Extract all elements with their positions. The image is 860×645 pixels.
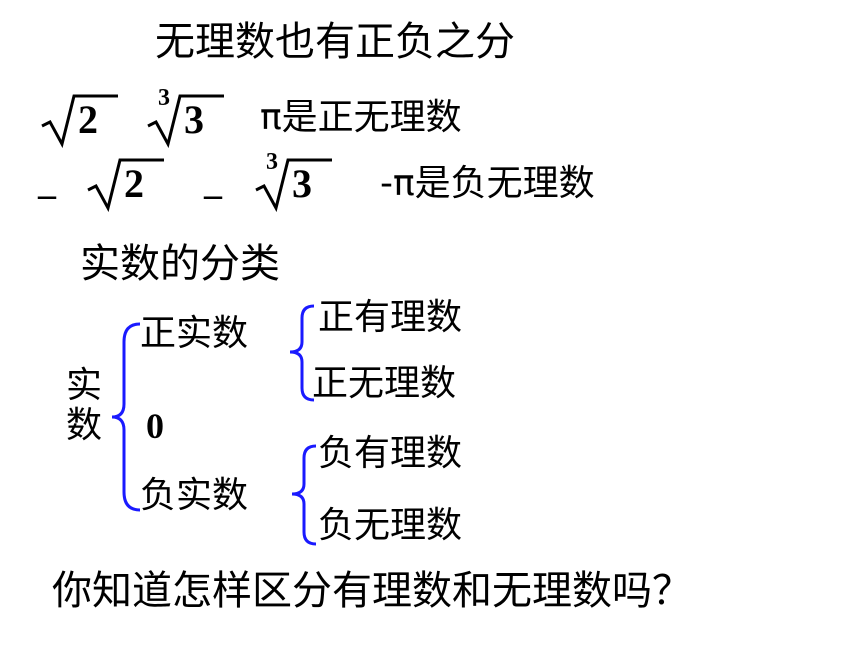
negative-real-label: 负实数 [140,475,249,516]
zero-label: 0 [146,406,164,446]
pi-positive-note: π是正无理数 [260,97,462,138]
minus-sign-1: – [38,174,56,214]
sqrt-2-radical-negative [87,158,164,212]
sqrt-2-radical [41,94,118,148]
negative-brace [291,444,317,546]
cbrt-3-index: 3 [158,85,170,111]
cbrt-3-radicand: 3 [184,97,204,142]
sqrt-2-radicand-negative: 2 [124,161,144,206]
negative-rational-label: 负有理数 [318,433,463,474]
cbrt-3-radical [147,94,224,148]
cbrt-3-radicand-negative: 3 [292,161,312,206]
main-brace [111,322,141,512]
root-label-top: 实 [65,365,102,406]
cbrt-3-radical-negative [255,158,332,212]
positive-rational-label: 正有理数 [318,297,463,338]
positive-real-label: 正实数 [140,313,249,354]
classification-heading: 实数的分类 [80,241,280,287]
negative-irrational-label: 负无理数 [318,505,463,546]
cbrt-3-index-negative: 3 [266,149,278,175]
pi-negative-note: -π是负无理数 [380,163,595,204]
root-label-bottom: 数 [65,405,102,446]
positive-irrational-label: 正无理数 [312,363,457,404]
sqrt-2-radicand: 2 [78,97,98,142]
positive-brace [289,304,315,402]
minus-sign-2: – [204,174,222,214]
page-title: 无理数也有正负之分 [155,19,515,65]
closing-question: 你知道怎样区分有理数和无理数吗？ [52,568,692,614]
